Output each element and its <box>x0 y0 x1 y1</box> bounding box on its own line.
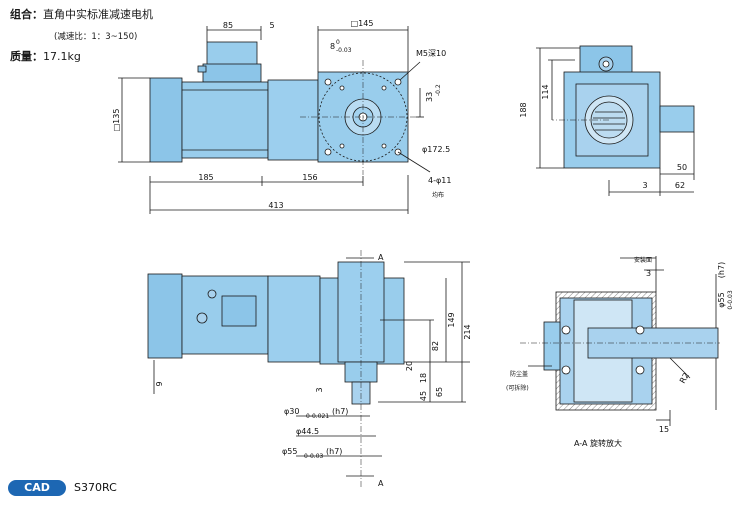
combination-row: 组合：直角中实标准减速电机 <box>10 6 153 22</box>
section-title: A-A 旋转放大 <box>574 438 622 448</box>
nameplate <box>221 295 257 327</box>
weight-label: 质量： <box>10 50 43 63</box>
label-mount-face: 安装面 <box>634 256 652 264</box>
dim-phi-30-tol: 0-0.021 <box>306 413 329 420</box>
weight-value: 17.1kg <box>43 50 81 63</box>
dim-15: 15 <box>659 425 669 434</box>
section-view <box>520 256 720 426</box>
combination-value: 直角中实标准减速电机 <box>43 8 153 21</box>
dim-phi-44-5: φ44.5 <box>296 427 319 436</box>
cad-badge: CAD <box>8 480 66 496</box>
dim-156: 156 <box>302 173 317 182</box>
dim-phi-172-5: φ172.5 <box>422 145 450 154</box>
motor-fan-cover <box>147 273 183 359</box>
label-dust-cap-note: (可拆除) <box>506 384 529 392</box>
dim-key-8-tol-bot: -0.03 <box>336 47 352 54</box>
dim-square-145: □145 <box>351 19 374 28</box>
section-mark-a-top: A <box>378 253 384 262</box>
dim-key-8: 8 <box>330 42 335 51</box>
dim-9: 9 <box>155 381 164 386</box>
dim-phi-55-tol: 0-0.03 <box>304 453 324 460</box>
dim-3b: 3 <box>315 387 324 392</box>
dim-phi-30: φ30 <box>284 407 299 416</box>
dim-phi-30-fit: (h7) <box>332 407 348 416</box>
dim-214: 214 <box>463 324 472 339</box>
dim-82: 82 <box>431 341 440 351</box>
dim-key-8-tol-top: 0 <box>336 39 340 46</box>
weight-row: 质量：17.1kg <box>10 48 81 64</box>
dim-holes-note: 均布 <box>432 191 444 199</box>
dim-phi-55: φ55 <box>282 447 297 456</box>
dim-phi-55-v: φ55 <box>717 292 726 307</box>
dim-3: 3 <box>642 181 647 190</box>
front-view <box>118 26 431 214</box>
dim-50: 50 <box>677 163 687 172</box>
ratio-note: (减速比：1：3~150) <box>54 32 138 42</box>
dim-185: 185 <box>198 173 213 182</box>
dim-114: 114 <box>541 84 550 99</box>
dim-62: 62 <box>675 181 685 190</box>
dim-20: 20 <box>405 361 414 371</box>
dim-r2: R2 <box>678 371 691 385</box>
section-mark-a-bottom: A <box>378 479 384 488</box>
dim-45: 45 <box>419 391 428 401</box>
top-view <box>147 250 470 488</box>
dim-33-tol: -0.2 <box>435 84 442 96</box>
dim-413: 413 <box>268 201 283 210</box>
dim-33: 33 <box>425 92 434 102</box>
combination-label: 组合： <box>10 8 43 21</box>
dim-85: 85 <box>223 21 233 30</box>
dim-m5: M5深10 <box>416 49 446 58</box>
dim-149: 149 <box>447 312 456 327</box>
dim-188: 188 <box>519 102 528 117</box>
dim-phi-55-v-fit: (h7) <box>717 262 726 278</box>
dim-5: 5 <box>269 21 274 30</box>
dim-square-135: □135 <box>112 109 121 132</box>
dim-holes: 4-φ11 <box>428 176 451 185</box>
model-number: S370RC <box>74 481 117 494</box>
side-view <box>536 45 695 196</box>
label-dust-cap: 防尘盖 <box>510 370 528 378</box>
dim-65: 65 <box>435 387 444 397</box>
motor-body <box>149 77 183 163</box>
dim-3c: 3 <box>646 269 651 278</box>
dim-phi-55-v-tol: 0-0.03 <box>727 290 734 310</box>
side-shaft <box>659 105 695 133</box>
dim-phi-55-fit: (h7) <box>326 447 342 456</box>
dim-18: 18 <box>419 373 428 383</box>
